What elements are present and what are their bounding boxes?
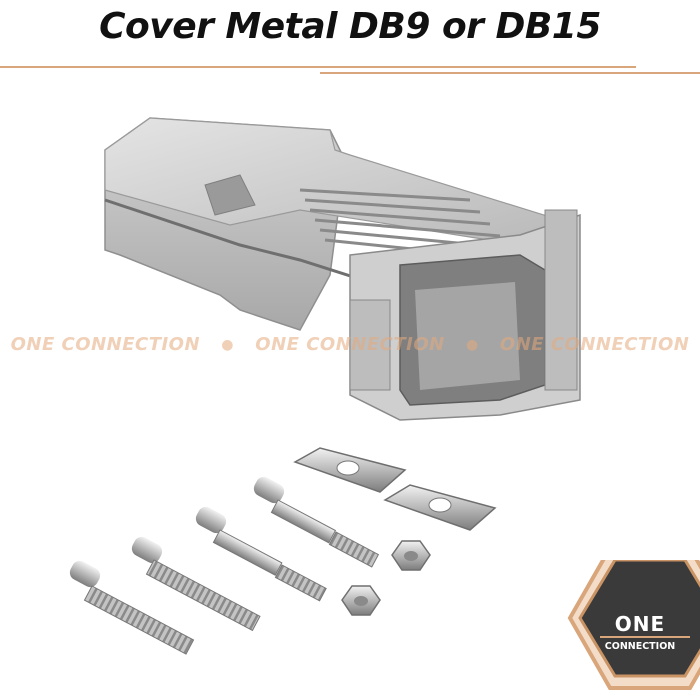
connector-cover-group — [104, 117, 581, 421]
logo-text-one: ONE — [614, 612, 666, 636]
cover-notch — [204, 174, 256, 216]
clip-1 — [293, 447, 407, 493]
screw-1 — [69, 560, 195, 655]
title-underline-top — [0, 66, 636, 68]
title-underline-bottom — [320, 72, 700, 74]
nut-2 — [341, 585, 381, 616]
nut-1 — [391, 540, 431, 571]
page-title: Cover Metal DB9 or DB15 — [99, 6, 601, 47]
screw-2 — [131, 536, 261, 632]
screw-4 — [253, 476, 380, 568]
logo-text-connection: CONNECTION — [604, 641, 676, 652]
product-photo — [69, 117, 581, 655]
screw-3 — [195, 506, 327, 602]
clip-2 — [383, 484, 497, 531]
brand-logo — [567, 560, 700, 690]
